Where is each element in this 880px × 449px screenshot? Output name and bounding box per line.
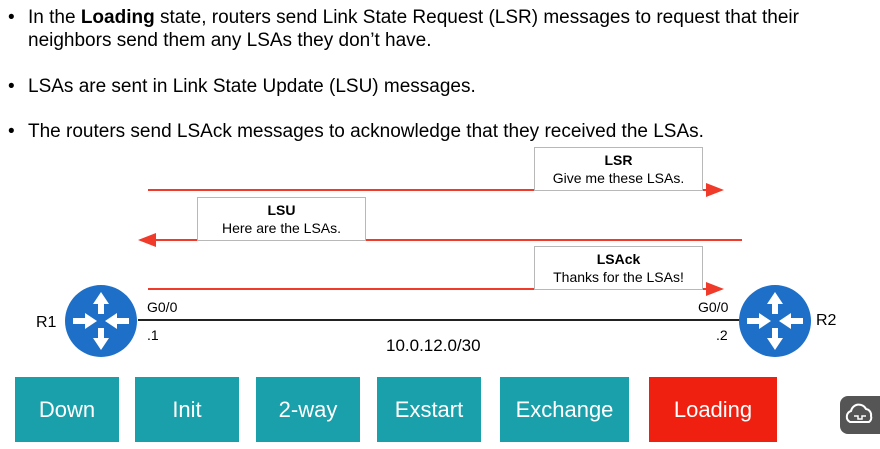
bullet-text: The routers send LSAck messages to ackno…	[28, 121, 704, 142]
lsack-arrow-head	[706, 282, 724, 296]
lsr-title: LSR	[604, 152, 633, 168]
lsack-body: Thanks for the LSAs!	[553, 269, 684, 285]
bullet-dot: •	[8, 76, 15, 97]
bullet-text-post: state, routers send Link State Request (…	[28, 7, 799, 51]
state-exchange: Exchange	[500, 377, 629, 442]
lsack-title: LSAck	[596, 251, 641, 267]
bullet-dot: •	[8, 121, 15, 142]
router-icon	[739, 285, 811, 357]
cloud-button[interactable]	[840, 396, 880, 434]
bullet-text-bold: Loading	[80, 7, 155, 28]
lsu-title: LSU	[267, 202, 296, 218]
state-init: Init	[135, 377, 239, 442]
lsu-arrow-head	[138, 233, 156, 247]
bullet-text: LSAs are sent in Link State Update (LSU)…	[28, 76, 476, 97]
lsu-body: Here are the LSAs.	[221, 220, 342, 236]
bullet-text-pre: In the	[28, 7, 81, 28]
state-down: Down	[15, 377, 119, 442]
lsr-message-box: LSR Give me these LSAs.	[534, 147, 703, 191]
cloud-icon	[845, 403, 873, 423]
lsr-body: Give me these LSAs.	[552, 170, 685, 186]
lsr-arrow-head	[706, 183, 724, 197]
bullet-dot: •	[8, 7, 15, 28]
router-r1-name: R1	[36, 314, 57, 331]
r2-ip-label: .2	[716, 327, 728, 343]
lsu-message-box: LSU Here are the LSAs.	[197, 197, 366, 241]
r1-interface-label: G0/0	[147, 299, 178, 315]
lsack-message-box: LSAck Thanks for the LSAs!	[534, 246, 703, 290]
router-icon	[65, 285, 137, 357]
r2-interface-label: G0/0	[698, 299, 729, 315]
state-exstart: Exstart	[377, 377, 481, 442]
subnet-label: 10.0.12.0/30	[386, 336, 481, 355]
r1-ip-label: .1	[147, 327, 159, 343]
router-r2-name: R2	[816, 312, 837, 329]
state-2-way: 2-way	[256, 377, 360, 442]
state-loading: Loading	[649, 377, 777, 442]
